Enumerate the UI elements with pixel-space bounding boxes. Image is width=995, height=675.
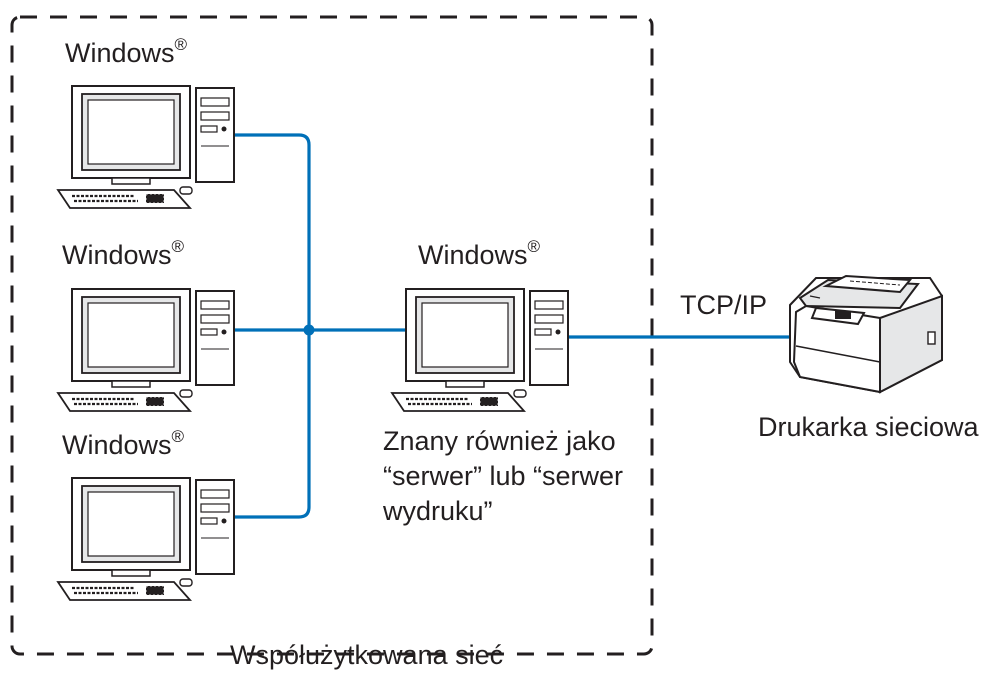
desktop-computer-icon — [56, 84, 236, 210]
os-name: Windows — [62, 240, 172, 270]
printer-label: Drukarka sieciowa — [758, 412, 979, 442]
os-name: Windows — [62, 430, 172, 460]
desktop-computer-icon — [56, 287, 236, 413]
os-name: Windows — [418, 240, 528, 270]
computer-3-label: Windows® — [62, 427, 185, 460]
os-name: Windows — [65, 38, 175, 68]
network-hub-node — [303, 324, 315, 336]
network-printer-icon — [789, 274, 943, 394]
registered-mark: ® — [527, 237, 541, 256]
protocol-label: TCP/IP — [680, 290, 768, 320]
server-description: Znany również jako “serwer” lub “serwer … — [383, 426, 624, 526]
desktop-computer-icon — [390, 287, 570, 413]
server-label: Windows® — [418, 237, 541, 270]
computer-1-label: Windows® — [65, 35, 188, 68]
registered-mark: ® — [171, 427, 185, 446]
desktop-computer-icon — [56, 476, 236, 602]
network-label: Współużytkowana sieć — [230, 640, 504, 670]
registered-mark: ® — [171, 237, 185, 256]
registered-mark: ® — [174, 35, 188, 54]
computer-2-label: Windows® — [62, 237, 185, 270]
